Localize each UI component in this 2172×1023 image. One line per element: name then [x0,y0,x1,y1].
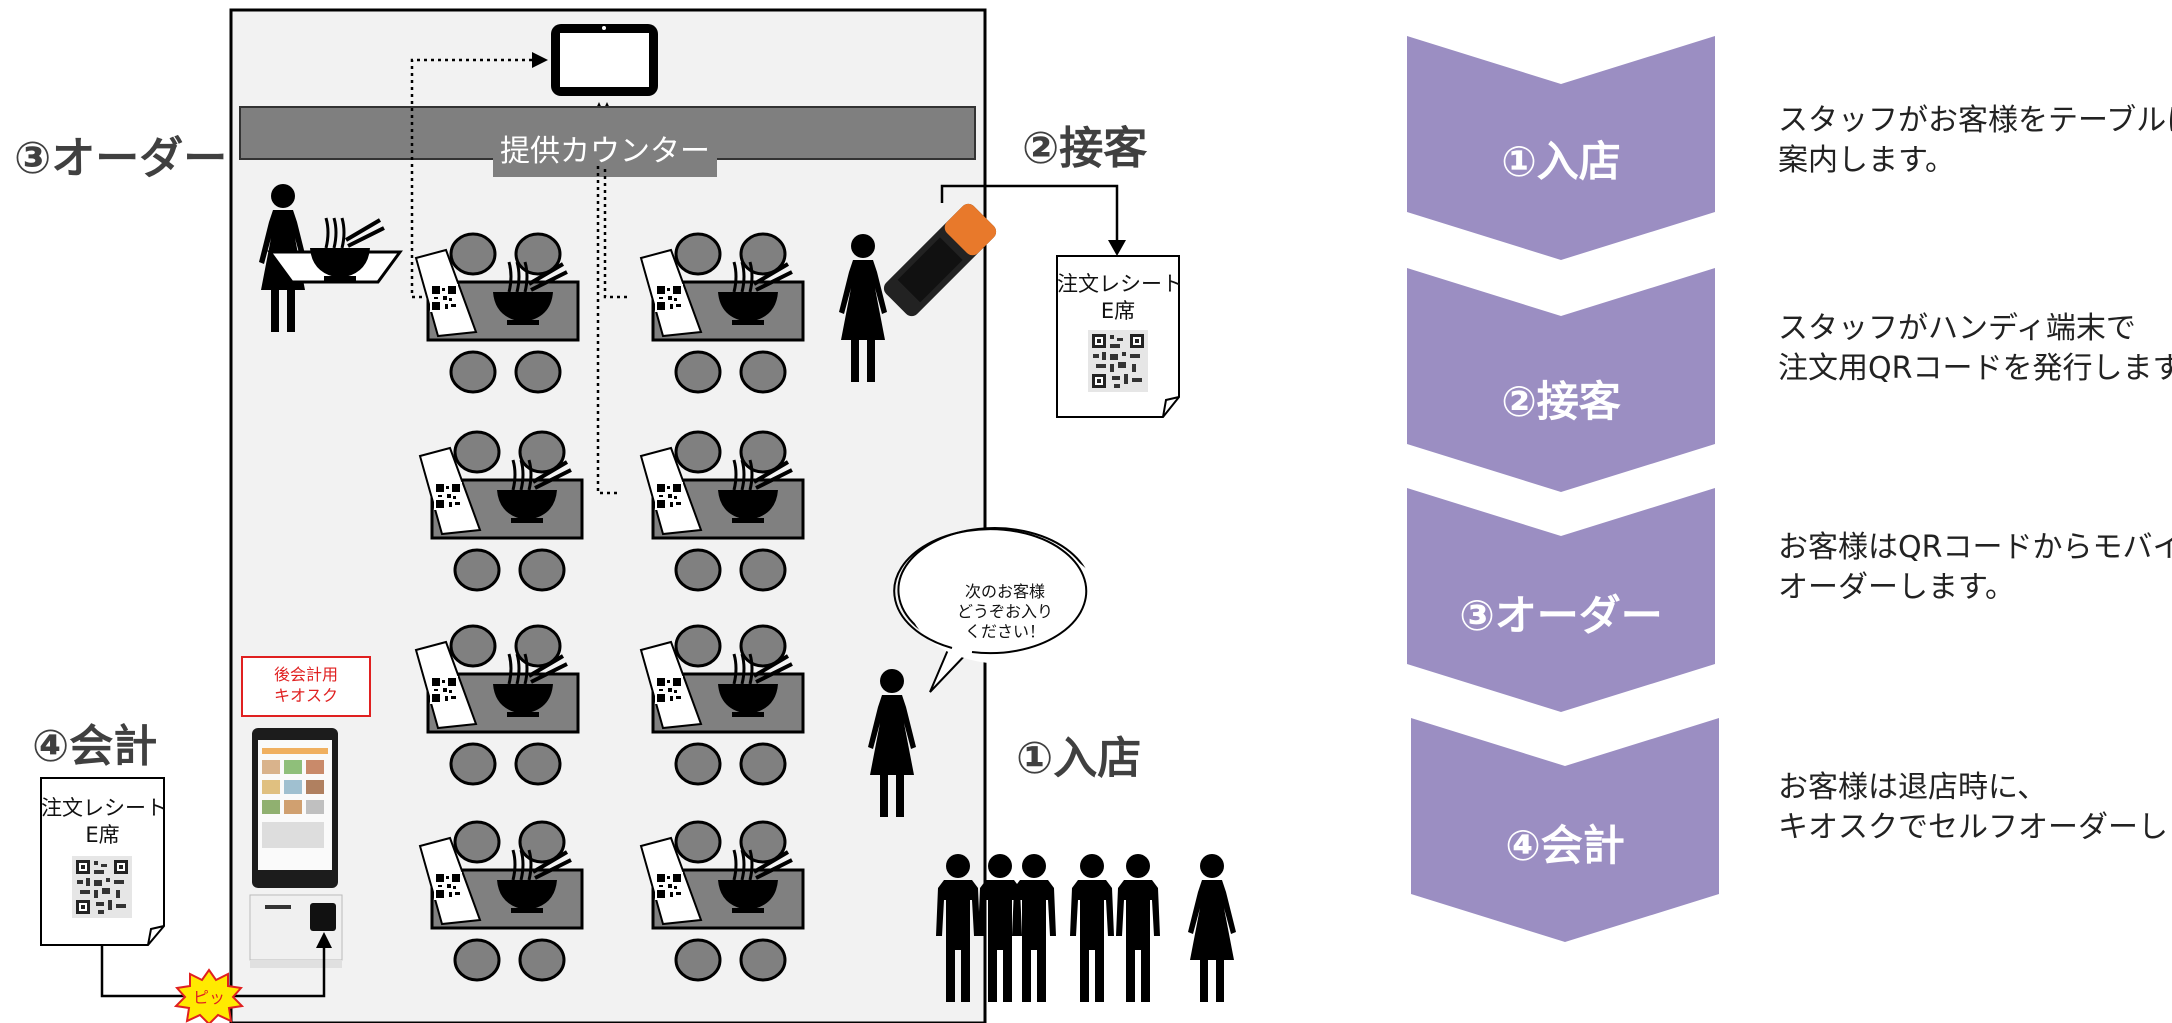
staff-with-handy-icon [839,203,997,382]
receipt-left-title: 注文レシート [41,796,167,820]
flow-step-3-desc: お客様はQRコードからモバイル オーダーします。 [1778,528,2172,608]
arrow-head-icon [316,932,332,948]
kiosk-label-line-1: 後会計用 [273,665,338,684]
flow-step-2-desc-line-1: スタッフがハンディ端末で [1778,311,2136,346]
beep-starburst-icon [173,968,245,1023]
kiosk-label-text: 後会計用 キオスク [242,664,370,706]
floor-area [229,8,987,1023]
flow-step-4-desc: お客様は退店時に、 キオスクでセルフオーダーします。 [1778,768,2172,848]
flow-step-2-desc-line-2: 注文用QRコードを発行します。 [1778,351,2172,386]
receipt-right [1056,255,1180,418]
flow-step-3 [1407,488,1715,712]
receipt-left-seat: E席 [85,823,120,847]
receipt-flow-line [940,184,1119,240]
kiosk-label-box [241,656,371,717]
flow-step-1-desc: スタッフがお客様をテーブルに 案内します。 [1778,101,2172,181]
flow-step-4 [1411,718,1719,942]
arrow-head-icon [532,52,548,68]
flow-step-2-title: ②接客 [1501,377,1621,426]
step-label-checkout: ④会計 [32,721,158,772]
flow-step-1-desc-line-1: スタッフがお客様をテーブルに [1778,103,2172,138]
counter-label: 提供カウンター [500,134,710,169]
flow-step-4-title: ④会計 [1505,821,1625,870]
flow-step-1-desc-line-2: 案内します。 [1778,143,1955,178]
speech-line-1: 次のお客様 [964,582,1045,601]
flow-step-2 [1407,268,1715,492]
kiosk-label-line-2: キオスク [273,686,338,705]
beep-label: ピッ [192,988,225,1007]
speech-line-2: どうぞお入り [956,602,1053,621]
receipt-right-seat: E席 [1100,299,1136,323]
receipt-left-text: 注文レシート E席 [41,795,167,849]
flow-step-4-desc-line-2: キオスクでセルフオーダーします。 [1778,810,2172,845]
flow-step-1 [1407,36,1715,260]
flow-step-1-title: ①入店 [1501,137,1621,186]
flow-step-2-desc: スタッフがハンディ端末で 注文用QRコードを発行します。 [1778,309,2172,389]
flow-step-3-title: ③オーダー [1459,591,1663,640]
speech-bubble [893,527,1101,693]
step-label-service: ②接客 [1022,123,1148,174]
flow-step-4-desc-line-1: お客様は退店時に、 [1778,770,2048,805]
flow-step-3-desc-line-1: お客様はQRコードからモバイル [1778,530,2172,565]
waiter-with-tray-icon [259,184,403,332]
speech-bubble-text: 次のお客様 どうぞお入り ください！ [910,582,1100,642]
receipt-right-text: 注文レシート E席 [1057,271,1183,325]
arrow-head-icon [1108,240,1126,256]
counter-label-box [493,127,717,177]
receipt-right-title: 注文レシート [1057,272,1183,296]
self-checkout-kiosk-icon [249,728,343,968]
flow-step-3-desc-line-2: オーダーします。 [1778,570,2015,605]
speech-line-3: ください！ [964,622,1045,641]
receipt-left [40,777,165,946]
step-label-order: ③オーダー [14,133,228,184]
step-label-entry: ①入店 [1016,733,1142,784]
order-flow-lines [410,58,627,495]
